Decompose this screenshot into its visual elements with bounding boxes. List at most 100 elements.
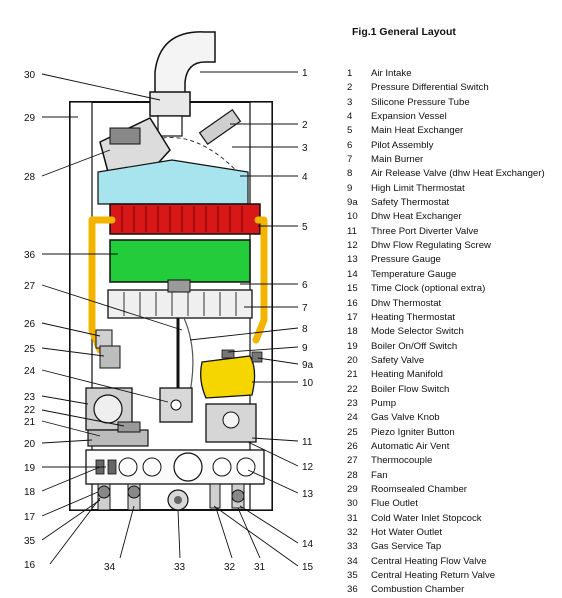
callout-25: 25	[24, 344, 36, 355]
combustion-chamber	[109, 239, 251, 283]
legend-label: Heating Thermostat	[371, 311, 456, 323]
legend-label: Main Burner	[371, 154, 424, 166]
high-limit-thermostat	[221, 349, 235, 359]
callout-31: 31	[254, 562, 266, 573]
pump-motor	[93, 394, 123, 424]
callout-30: 30	[24, 70, 36, 81]
callout-7: 7	[302, 303, 308, 314]
legend-num: 18	[347, 326, 358, 338]
legend-num: 17	[347, 311, 358, 323]
legend-label: Temperature Gauge	[371, 268, 457, 280]
flue-collar	[157, 115, 183, 137]
legend-label: Automatic Air Vent	[371, 440, 450, 452]
legend-num: 5	[347, 125, 353, 137]
expansion-vessel	[97, 159, 249, 205]
callout-18: 18	[24, 487, 36, 498]
legend-label: Fan	[371, 469, 388, 481]
callout-16: 16	[24, 560, 36, 571]
callout-15: 15	[302, 562, 314, 573]
legend-item: 6 Pilot Assembly	[347, 139, 559, 153]
callout-5: 5	[302, 222, 308, 233]
ch-flow-valve	[127, 483, 141, 511]
legend-label: Air Intake	[371, 68, 412, 79]
legend-num: 19	[347, 340, 358, 352]
legend-label: Air Release Valve (dhw Heat Exchanger)	[371, 168, 545, 180]
callout-6: 6	[302, 280, 308, 291]
legend-item: 20 Safety Valve	[347, 354, 559, 368]
legend-label: Gas Valve Knob	[371, 412, 440, 424]
legend-num: 11	[347, 225, 357, 237]
legend-num: 26	[347, 440, 358, 452]
cold-water-inlet-stopcock	[231, 483, 245, 509]
legend-label: Thermocouple	[371, 455, 433, 467]
legend-num: 12	[347, 240, 358, 252]
boiler-flow-switch	[117, 421, 141, 433]
pressure-switch	[198, 108, 242, 146]
callout-23: 23	[24, 392, 36, 403]
callout-27: 27	[24, 281, 36, 292]
legend-label: Cold Water Inlet Stopcock	[371, 512, 482, 524]
legend-label: Central Heating Return Valve	[371, 570, 496, 582]
legend-label: High Limit Thermostat	[371, 182, 465, 194]
legend-num: 13	[347, 254, 358, 266]
callout-9: 9	[302, 343, 308, 354]
callout-3: 3	[302, 143, 308, 154]
flue-outlet	[149, 91, 191, 117]
gas-valve-knob	[170, 399, 182, 411]
callout-1: 1	[302, 68, 308, 79]
figure-title: Fig.1 General Layout	[352, 26, 456, 38]
automatic-air-vent	[95, 329, 113, 349]
legend-num: 6	[347, 139, 353, 151]
piezo-igniter	[99, 345, 121, 369]
legend-num: 10	[347, 211, 358, 223]
legend-num: 16	[347, 297, 358, 309]
pilot-assembly	[167, 279, 191, 293]
time-clock	[173, 452, 203, 482]
legend-item: 31 Cold Water Inlet Stopcock	[347, 512, 559, 526]
hot-water-outlet	[209, 483, 221, 509]
callout-17: 17	[24, 512, 36, 523]
legend-num: 36	[347, 584, 358, 596]
legend-num: 34	[347, 555, 358, 567]
legend-label: Safety Thermostat	[371, 197, 450, 209]
legend-label: Pump	[371, 397, 397, 409]
legend-num: 9a	[347, 197, 358, 209]
ch-return-valve	[97, 483, 111, 511]
legend-num: 31	[347, 512, 358, 524]
callout-10: 10	[302, 378, 314, 389]
legend-num: 20	[347, 354, 358, 366]
legend-item: 26 Automatic Air Vent	[347, 440, 559, 454]
callout-24: 24	[24, 366, 36, 377]
legend-label: Pilot Assembly	[371, 139, 434, 151]
callout-29: 29	[24, 113, 36, 124]
callout-34: 34	[104, 562, 116, 573]
legend-item: 18 Mode Selector Switch	[347, 325, 559, 339]
heating-thermostat-knob	[118, 457, 138, 477]
callout-19: 19	[24, 463, 36, 474]
legend-label: Safety Valve	[371, 354, 425, 366]
dhw-thermostat-knob	[142, 457, 162, 477]
callout-33: 33	[174, 562, 186, 573]
legend-item: 11 Three Port Diverter Valve	[347, 225, 559, 239]
callout-2: 2	[302, 120, 308, 131]
diverter-actuator	[222, 411, 240, 429]
legend-label: Mode Selector Switch	[371, 326, 464, 338]
legend-num: 7	[347, 154, 353, 166]
callout-12: 12	[302, 462, 314, 473]
legend-label: Three Port Diverter Valve	[371, 225, 479, 237]
safety-thermostat	[251, 351, 263, 363]
legend-num: 1	[347, 68, 353, 79]
